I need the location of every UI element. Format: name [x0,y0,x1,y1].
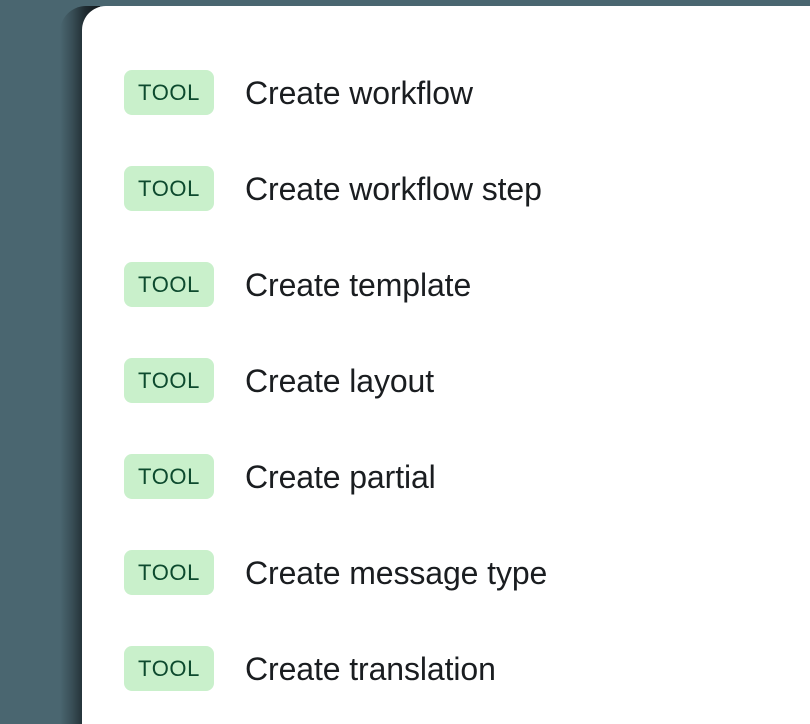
tool-list-item[interactable]: TOOL Create translation [124,646,810,691]
tool-list-item[interactable]: TOOL Create partial [124,454,810,499]
tool-name-label: Create partial [245,458,436,495]
tool-name-label: Create workflow [245,74,473,111]
tool-list-item[interactable]: TOOL Create template [124,262,810,307]
tool-type-badge: TOOL [124,70,214,115]
tool-name-label: Create message type [245,554,548,591]
tool-type-badge: TOOL [124,646,214,691]
tool-type-badge: TOOL [124,550,214,595]
tool-name-label: Create layout [245,362,435,399]
tool-list-item[interactable]: TOOL Create workflow [124,70,810,115]
tool-name-label: Create translation [245,650,496,687]
tool-name-label: Create workflow step [245,170,542,207]
tool-list-item[interactable]: TOOL Create layout [124,358,810,403]
tool-list-item[interactable]: TOOL Create message type [124,550,810,595]
tool-type-badge: TOOL [124,166,214,211]
tool-list-item[interactable]: TOOL Create workflow step [124,166,810,211]
tool-type-badge: TOOL [124,454,214,499]
tool-type-badge: TOOL [124,358,214,403]
tool-type-badge: TOOL [124,262,214,307]
tool-name-label: Create template [245,266,472,303]
